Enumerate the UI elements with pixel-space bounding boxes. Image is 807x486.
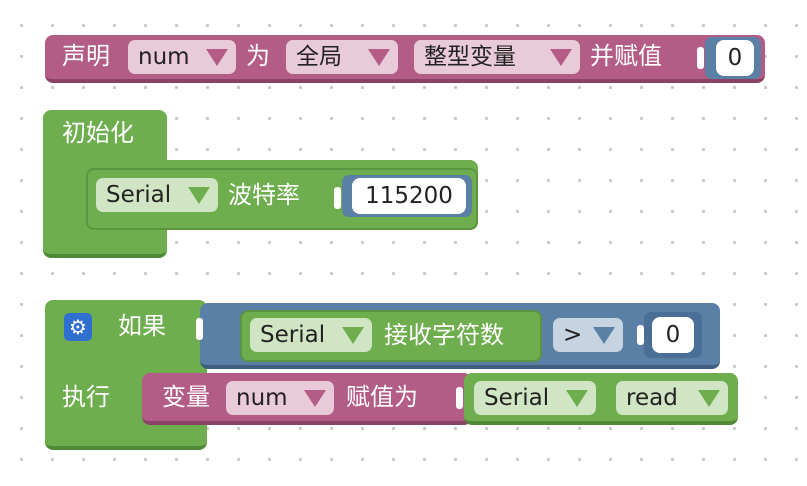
- declare-label: 声明: [62, 42, 110, 70]
- if-label: 如果: [118, 312, 166, 340]
- compare-value-field[interactable]: 0: [652, 317, 694, 353]
- read-serial-dropdown[interactable]: Serial: [474, 381, 596, 415]
- input-notch: [637, 325, 644, 345]
- assign-label: 并赋值: [590, 42, 662, 70]
- input-notch: [456, 387, 463, 409]
- serial-port-dropdown[interactable]: Serial: [96, 178, 218, 212]
- operator-text: >: [563, 322, 583, 348]
- scope-dropdown[interactable]: 全局: [286, 40, 398, 74]
- scope-text: 全局: [296, 44, 342, 70]
- variable-label: 变量: [162, 383, 210, 411]
- read-serial-text: Serial: [484, 385, 550, 411]
- serial-available-port-dropdown[interactable]: Serial: [250, 318, 372, 352]
- assign-variable-text: num: [236, 385, 288, 411]
- chevron-down-icon: [206, 49, 228, 66]
- chevron-down-icon: [188, 187, 210, 204]
- chevron-down-icon: [304, 390, 326, 407]
- assign-to-label: 赋值为: [346, 383, 418, 411]
- setup-label: 初始化: [62, 119, 134, 147]
- input-notch: [196, 318, 203, 340]
- read-method-dropdown[interactable]: read: [616, 381, 728, 415]
- available-label: 接收字符数: [384, 321, 504, 349]
- chevron-down-icon: [566, 390, 588, 407]
- assign-variable-dropdown[interactable]: num: [226, 381, 334, 415]
- chevron-down-icon: [550, 49, 572, 66]
- baud-rate-field[interactable]: 115200: [352, 178, 466, 214]
- read-method-text: read: [626, 385, 678, 411]
- input-notch: [334, 187, 341, 209]
- variable-name-text: num: [138, 44, 190, 70]
- chevron-down-icon: [368, 49, 390, 66]
- baud-rate-label: 波特率: [228, 181, 300, 209]
- gear-icon[interactable]: ⚙: [64, 313, 92, 341]
- do-label: 执行: [62, 383, 110, 411]
- input-notch: [697, 47, 704, 69]
- serial-available-port-text: Serial: [260, 322, 326, 348]
- variable-name-dropdown[interactable]: num: [128, 40, 236, 74]
- chevron-down-icon: [342, 327, 364, 344]
- chevron-down-icon: [698, 390, 720, 407]
- variable-type-dropdown[interactable]: 整型变量: [414, 40, 580, 74]
- serial-port-text: Serial: [106, 182, 172, 208]
- variable-type-text: 整型变量: [424, 44, 516, 70]
- chevron-down-icon: [593, 327, 615, 344]
- as-label: 为: [246, 42, 270, 70]
- operator-dropdown[interactable]: >: [553, 318, 623, 352]
- initial-value-field[interactable]: 0: [716, 40, 754, 76]
